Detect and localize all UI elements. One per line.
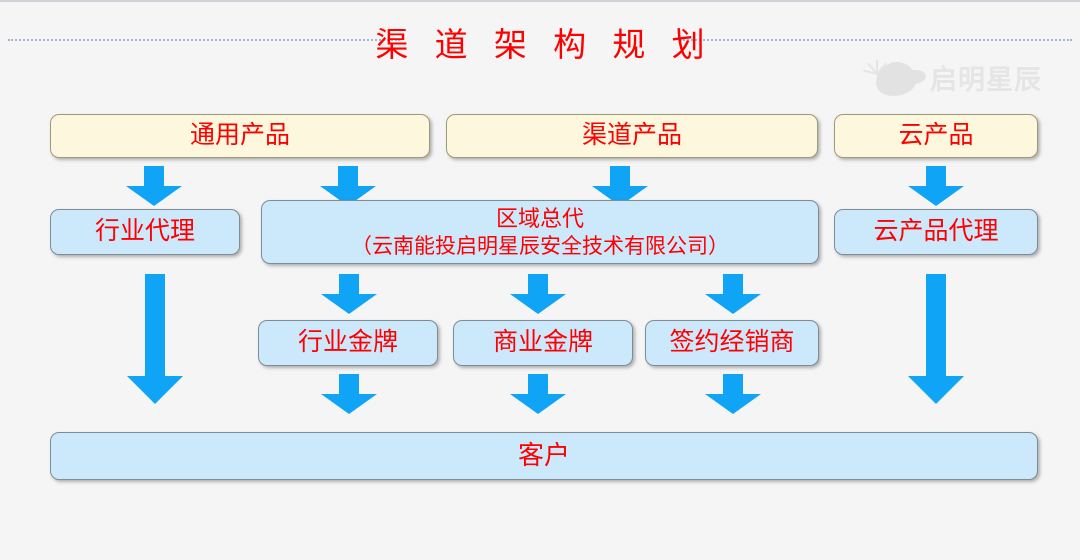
arrow-regional-to-commercial-gold xyxy=(510,274,566,314)
node-customer[interactable]: 客户 xyxy=(50,432,1038,480)
node-general-product[interactable]: 通用产品 xyxy=(50,114,430,158)
header-divider-right xyxy=(680,39,1072,41)
node-label-line2: （云南能投启明星辰安全技术有限公司） xyxy=(351,233,729,258)
arrow-general-to-regional xyxy=(320,166,376,206)
node-label-line1: 区域总代 xyxy=(495,205,584,231)
node-label: 通用产品 xyxy=(189,122,290,150)
node-label: 商业金牌 xyxy=(492,329,593,357)
node-label: 签约经销商 xyxy=(669,329,795,357)
page-title: 渠 道 架 构 规 划 xyxy=(375,28,714,64)
node-label: 渠道产品 xyxy=(581,122,682,150)
node-label: 行业代理 xyxy=(94,218,195,246)
arrow-commercial-gold-to-customer xyxy=(510,374,566,414)
arrow-channel-to-regional xyxy=(592,166,648,206)
arrow-cloud-to-cloud-agent xyxy=(908,166,964,206)
arrow-industry-agent-to-customer xyxy=(127,274,183,404)
arrow-regional-to-industry-gold xyxy=(321,274,377,314)
logo-brand-text: 启明星辰 xyxy=(930,64,1042,95)
node-cloud-product-agent[interactable]: 云产品代理 xyxy=(834,209,1038,255)
node-industry-agent[interactable]: 行业代理 xyxy=(50,209,240,255)
node-regional-distributor[interactable]: 区域总代 （云南能投启明星辰安全技术有限公司） xyxy=(261,200,819,264)
node-commercial-gold[interactable]: 商业金牌 xyxy=(453,320,633,366)
node-label: 行业金牌 xyxy=(297,329,398,357)
node-contract-dealer[interactable]: 签约经销商 xyxy=(645,320,819,366)
logo-tail-shape xyxy=(901,68,927,86)
arrow-contract-dealer-to-customer xyxy=(705,374,761,414)
arrow-cloud-agent-to-customer xyxy=(908,274,964,404)
arrow-regional-to-contract-dealer xyxy=(705,274,761,314)
arrow-industry-gold-to-customer xyxy=(321,374,377,414)
header-divider-left xyxy=(8,39,400,41)
arrow-general-to-industry-agent xyxy=(126,166,182,206)
node-cloud-product[interactable]: 云产品 xyxy=(834,114,1038,158)
node-label: 云产品 xyxy=(898,122,974,150)
node-label: 客户 xyxy=(517,440,570,470)
node-channel-product[interactable]: 渠道产品 xyxy=(446,114,818,158)
logo-blob-shape xyxy=(876,62,916,96)
node-label: 云产品代理 xyxy=(873,218,999,246)
node-industry-gold[interactable]: 行业金牌 xyxy=(258,320,438,366)
